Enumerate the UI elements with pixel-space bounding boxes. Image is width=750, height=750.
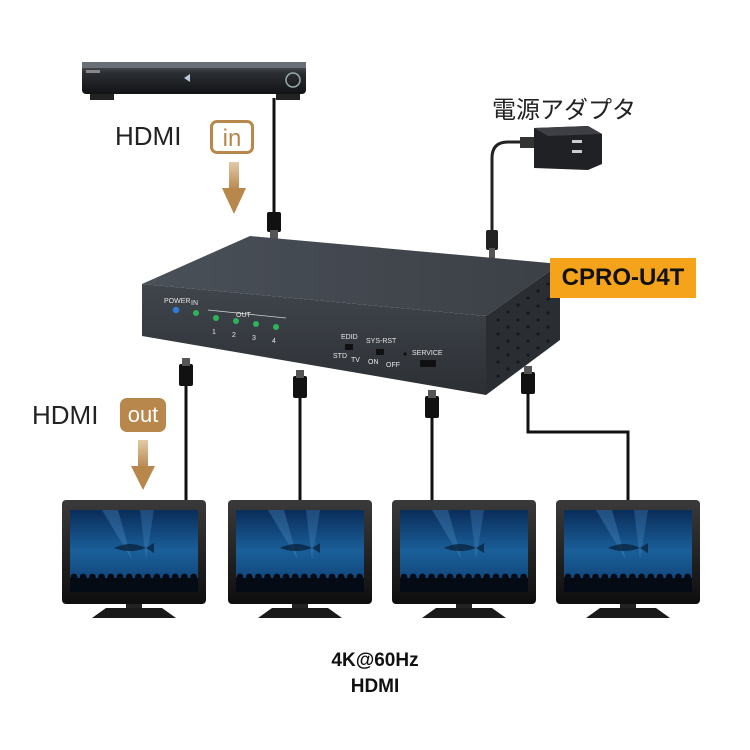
panel-service-label: SERVICE (412, 350, 443, 357)
hdmi-out-cables (184, 386, 630, 500)
model-badge: CPRO-U4T (550, 258, 696, 298)
sysrst-switch (376, 349, 384, 355)
out-arrow-icon (131, 440, 155, 490)
panel-off-label: OFF (386, 362, 400, 369)
led-power (172, 306, 180, 314)
splitter-device: POWER IN OUT 1 2 3 4 EDID SYS-RST SERVIC… (142, 236, 560, 395)
panel-tv-label: TV (351, 357, 360, 364)
panel-out-label: OUT (236, 312, 252, 319)
hdmi-out-label: HDMI (32, 400, 99, 430)
edid-switch (345, 344, 353, 350)
bluray-player (82, 62, 306, 100)
panel-std-label: STD (333, 353, 347, 360)
panel-on-label: ON (368, 359, 379, 366)
panel-port-4: 4 (272, 338, 276, 345)
panel-port-3: 3 (252, 335, 256, 342)
power-adapter (486, 126, 602, 258)
tv-monitor-4 (556, 500, 700, 618)
caption-resolution: 4K@60Hz (331, 650, 419, 671)
led-out-1 (213, 315, 219, 321)
panel-port-2: 2 (232, 332, 236, 339)
panel-in-label: IN (191, 300, 198, 307)
tv-monitor-2 (228, 500, 372, 618)
power-button-icon (285, 72, 301, 88)
in-badge: in (210, 120, 254, 154)
panel-port-1: 1 (212, 329, 216, 336)
led-out-3 (253, 321, 259, 327)
hdmi-in-label: HDMI (115, 121, 182, 151)
tv-monitor-1 (62, 500, 206, 618)
panel-sysrst-label: SYS-RST (366, 338, 397, 345)
panel-power-label: POWER (164, 298, 190, 305)
led-out-4 (273, 324, 279, 330)
panel-edid-label: EDID (341, 334, 358, 341)
power-adapter-label: 電源アダプタ (492, 96, 636, 124)
service-usb-port (420, 360, 436, 367)
led-out-2 (233, 318, 239, 324)
caption-interface: HDMI (350, 676, 400, 697)
bluray-logo-icon (184, 74, 190, 82)
out-badge: out (120, 398, 166, 432)
led-in (193, 310, 199, 316)
in-arrow-icon (222, 162, 246, 214)
tv-monitor-3 (392, 500, 536, 618)
